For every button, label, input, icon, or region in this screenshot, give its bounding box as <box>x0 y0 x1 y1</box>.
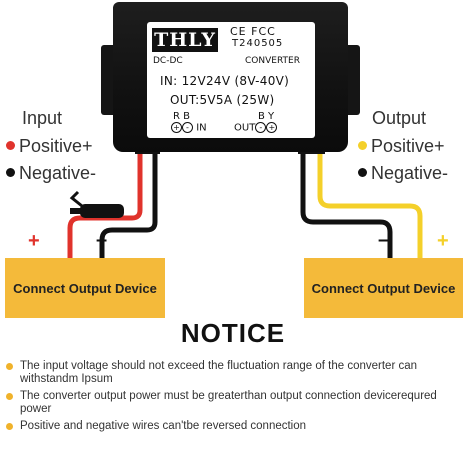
right-minus-sign: – <box>378 229 390 251</box>
output-negative-wire <box>300 150 393 258</box>
input-negative-row: Negative- <box>6 163 96 184</box>
output-negative-row: Negative- <box>358 163 448 184</box>
minus-circle-icon: - <box>255 122 267 133</box>
yellow-dot-icon <box>358 140 367 150</box>
plus-circle-icon: + <box>266 122 278 133</box>
left-minus-sign: – <box>96 229 108 251</box>
black-dot-icon <box>6 167 15 177</box>
notice-item: The converter output power must be great… <box>6 390 461 415</box>
output-negative-label: Negative- <box>371 163 449 183</box>
red-dot-icon <box>6 140 15 150</box>
right-output-device: Connect Output Device <box>304 258 463 318</box>
input-pin-label: IN <box>196 122 207 134</box>
output-spec: OUT:5V5A (25W) <box>170 93 275 107</box>
model-number: T240505 <box>232 38 284 49</box>
bullet-icon <box>6 363 13 370</box>
input-spec: IN: 12V24V (8V-40V) <box>160 74 290 88</box>
input-positive-row: Positive+ <box>6 136 93 157</box>
input-negative-label: Negative- <box>19 163 97 183</box>
bullet-icon <box>6 393 13 400</box>
notice-item: The input voltage should not exceed the … <box>6 360 461 385</box>
notice-item: Positive and negative wires can'tbe reve… <box>6 420 461 433</box>
output-pin-row: OUT-+ <box>234 122 278 134</box>
output-title: Output <box>372 108 427 128</box>
left-output-device: Connect Output Device <box>5 258 165 318</box>
fuse-holder <box>69 190 124 218</box>
input-title: Input <box>22 108 63 128</box>
output-pin-letters: B Y <box>258 111 275 122</box>
output-positive-label: Positive+ <box>371 136 445 156</box>
input-positive-label: Positive+ <box>19 136 93 156</box>
output-positive-wire <box>317 150 423 258</box>
right-plus-sign: + <box>437 230 449 252</box>
black-dot-icon <box>358 167 367 177</box>
notice-list: The input voltage should not exceed the … <box>6 360 461 438</box>
notice-title: NOTICE <box>180 318 286 348</box>
plus-circle-icon: + <box>171 122 182 133</box>
input-negative-wire <box>99 150 158 258</box>
converter-label: CONVERTER <box>245 56 300 66</box>
right-device-label: Connect Output Device <box>311 280 456 296</box>
input-pin-letters: R B <box>173 111 190 122</box>
minus-circle-icon: - <box>182 122 193 133</box>
bullet-icon <box>6 423 13 430</box>
left-plus-sign: + <box>28 230 40 252</box>
output-pin-label: OUT <box>234 122 256 134</box>
certification-text: CE FCC <box>230 25 276 38</box>
type-label: DC-DC <box>153 56 183 66</box>
input-pin-row: +- IN <box>171 122 207 134</box>
brand-logo: THLY <box>152 28 218 52</box>
output-positive-row: Positive+ <box>358 136 445 157</box>
left-device-label: Connect Output Device <box>13 280 157 296</box>
